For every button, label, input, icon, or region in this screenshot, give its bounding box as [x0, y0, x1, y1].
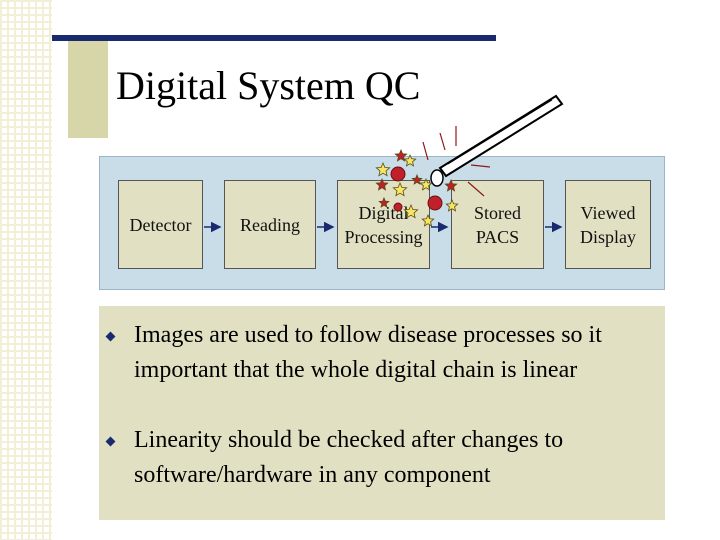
diamond-bullet-icon: [105, 436, 116, 447]
title-rule: [52, 35, 496, 41]
stage-box-reading: Reading: [224, 180, 316, 269]
bullet-text: Linearity should be checked after change…: [134, 427, 564, 488]
grid-pattern-decoration: [0, 0, 52, 540]
bullet-panel: Images are used to follow disease proces…: [99, 306, 665, 520]
stage-box-stored-pacs: Stored PACS: [451, 180, 544, 269]
stage-box-detector: Detector: [118, 180, 203, 269]
stage-label: Reading: [240, 214, 300, 235]
stage-label: Digital Processing: [344, 202, 423, 247]
stage-label: Detector: [129, 214, 192, 235]
page-title: Digital System QC: [116, 63, 421, 108]
bullet-text: Images are used to follow disease proces…: [134, 322, 602, 383]
title-accent-block: [68, 38, 108, 138]
stage-box-viewed-display: Viewed Display: [565, 180, 651, 269]
diamond-bullet-icon: [105, 331, 116, 342]
stage-label: Viewed Display: [580, 202, 636, 247]
stage-label: Stored PACS: [474, 202, 521, 247]
bullet-item: Linearity should be checked after change…: [105, 423, 647, 493]
stage-box-digital-processing: Digital Processing: [337, 180, 430, 269]
bullet-item: Images are used to follow disease proces…: [105, 318, 647, 388]
pipeline-arrows: [204, 221, 563, 233]
pipeline-diagram: Detector Reading Digital Processing Stor…: [99, 156, 665, 290]
